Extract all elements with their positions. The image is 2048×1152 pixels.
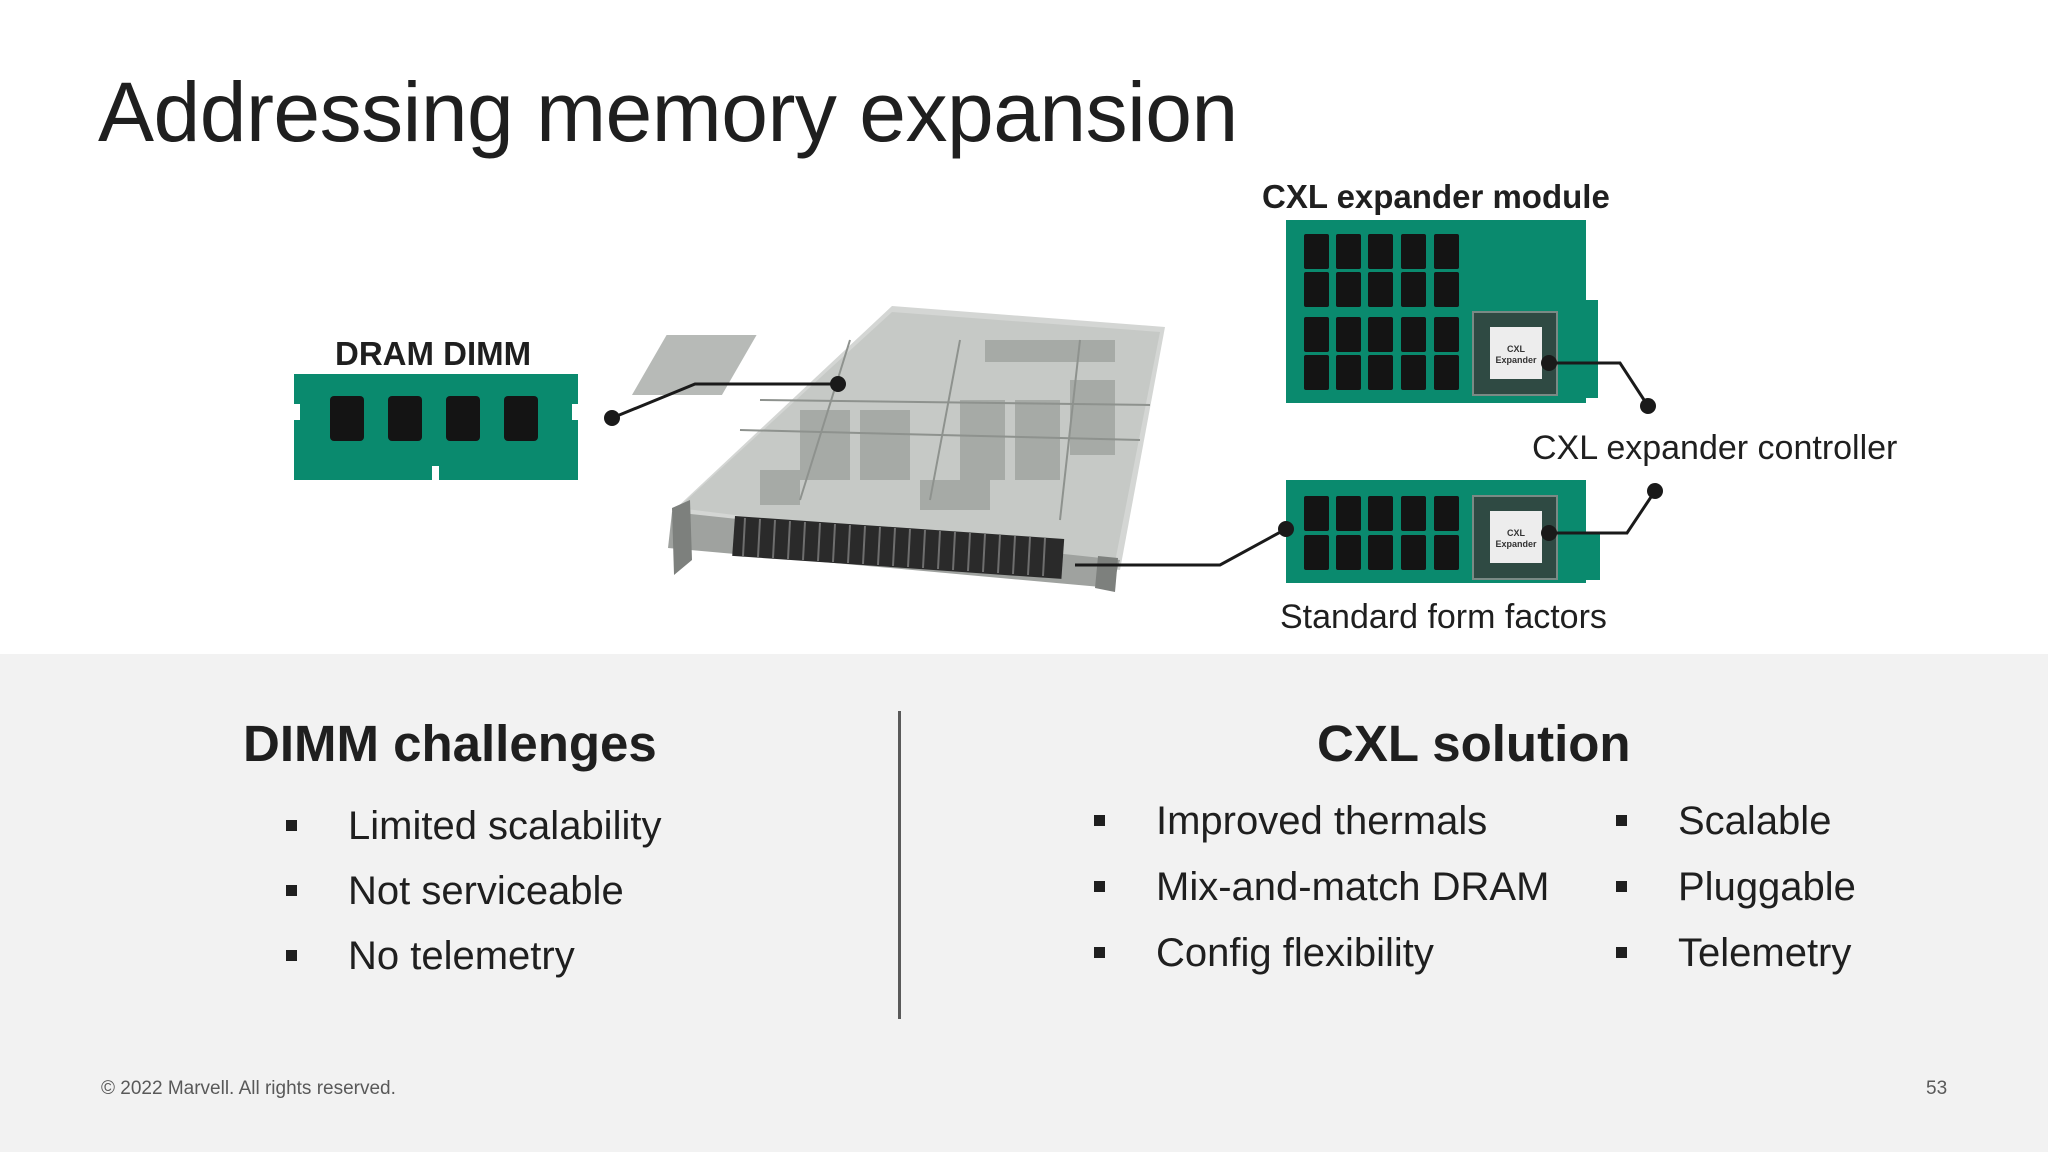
dimm-challenges-heading: DIMM challenges <box>243 715 657 772</box>
bullet-icon <box>1616 947 1627 958</box>
slide-title: Addressing memory expansion <box>98 65 1238 159</box>
dimm-connector-line <box>604 376 846 426</box>
list-item: Not serviceable <box>286 871 661 936</box>
memory-diagram: CXL Expander CXL Expander DRAM DIMM CXL … <box>294 178 1898 636</box>
dimm-challenges-list: Limited scalability Not serviceable No t… <box>286 806 661 1001</box>
cxl-standard-form-factor-module <box>1286 480 1600 583</box>
list-item: Pluggable <box>1616 867 1856 933</box>
bullet-icon <box>1094 947 1105 958</box>
list-item: No telemetry <box>286 936 661 1001</box>
controller-connector-lines <box>1075 355 1663 567</box>
bullet-icon <box>1094 881 1105 892</box>
cxl-solution-heading: CXL solution <box>1317 715 1631 772</box>
server-chassis-image <box>631 306 1165 592</box>
bullet-icon <box>286 885 297 896</box>
chip-label-bottom-line1: CXL <box>1507 528 1526 538</box>
copyright-footer: © 2022 Marvell. All rights reserved. <box>101 1078 396 1099</box>
section-divider <box>898 711 901 1019</box>
bullet-icon <box>1616 881 1627 892</box>
list-item: Improved thermals <box>1094 801 1549 867</box>
list-item: Telemetry <box>1616 933 1856 999</box>
cxl-expander-module <box>1286 220 1598 403</box>
list-item: Limited scalability <box>286 806 661 871</box>
list-item: Scalable <box>1616 801 1856 867</box>
chip-label-top-line2: Expander <box>1495 355 1537 365</box>
controller-label: CXL expander controller <box>1532 429 1898 467</box>
chip-label-bottom-line2: Expander <box>1495 539 1537 549</box>
bullet-icon <box>286 950 297 961</box>
cxl-solution-list-col2: Scalable Pluggable Telemetry <box>1616 801 1856 999</box>
dram-dimm-label: DRAM DIMM <box>335 335 532 372</box>
cxl-module-label: CXL expander module <box>1262 178 1610 215</box>
bullet-icon <box>1616 815 1627 826</box>
form-factor-label: Standard form factors <box>1280 598 1607 636</box>
bullet-icon <box>1094 815 1105 826</box>
list-item: Mix-and-match DRAM <box>1094 867 1549 933</box>
dram-dimm-module <box>294 374 578 480</box>
comparison-panel <box>0 654 2048 1152</box>
cxl-solution-list-col1: Improved thermals Mix-and-match DRAM Con… <box>1094 801 1549 999</box>
list-item: Config flexibility <box>1094 933 1549 999</box>
page-number: 53 <box>1926 1078 1948 1099</box>
chip-label-top-line1: CXL <box>1507 344 1526 354</box>
bullet-icon <box>286 820 297 831</box>
